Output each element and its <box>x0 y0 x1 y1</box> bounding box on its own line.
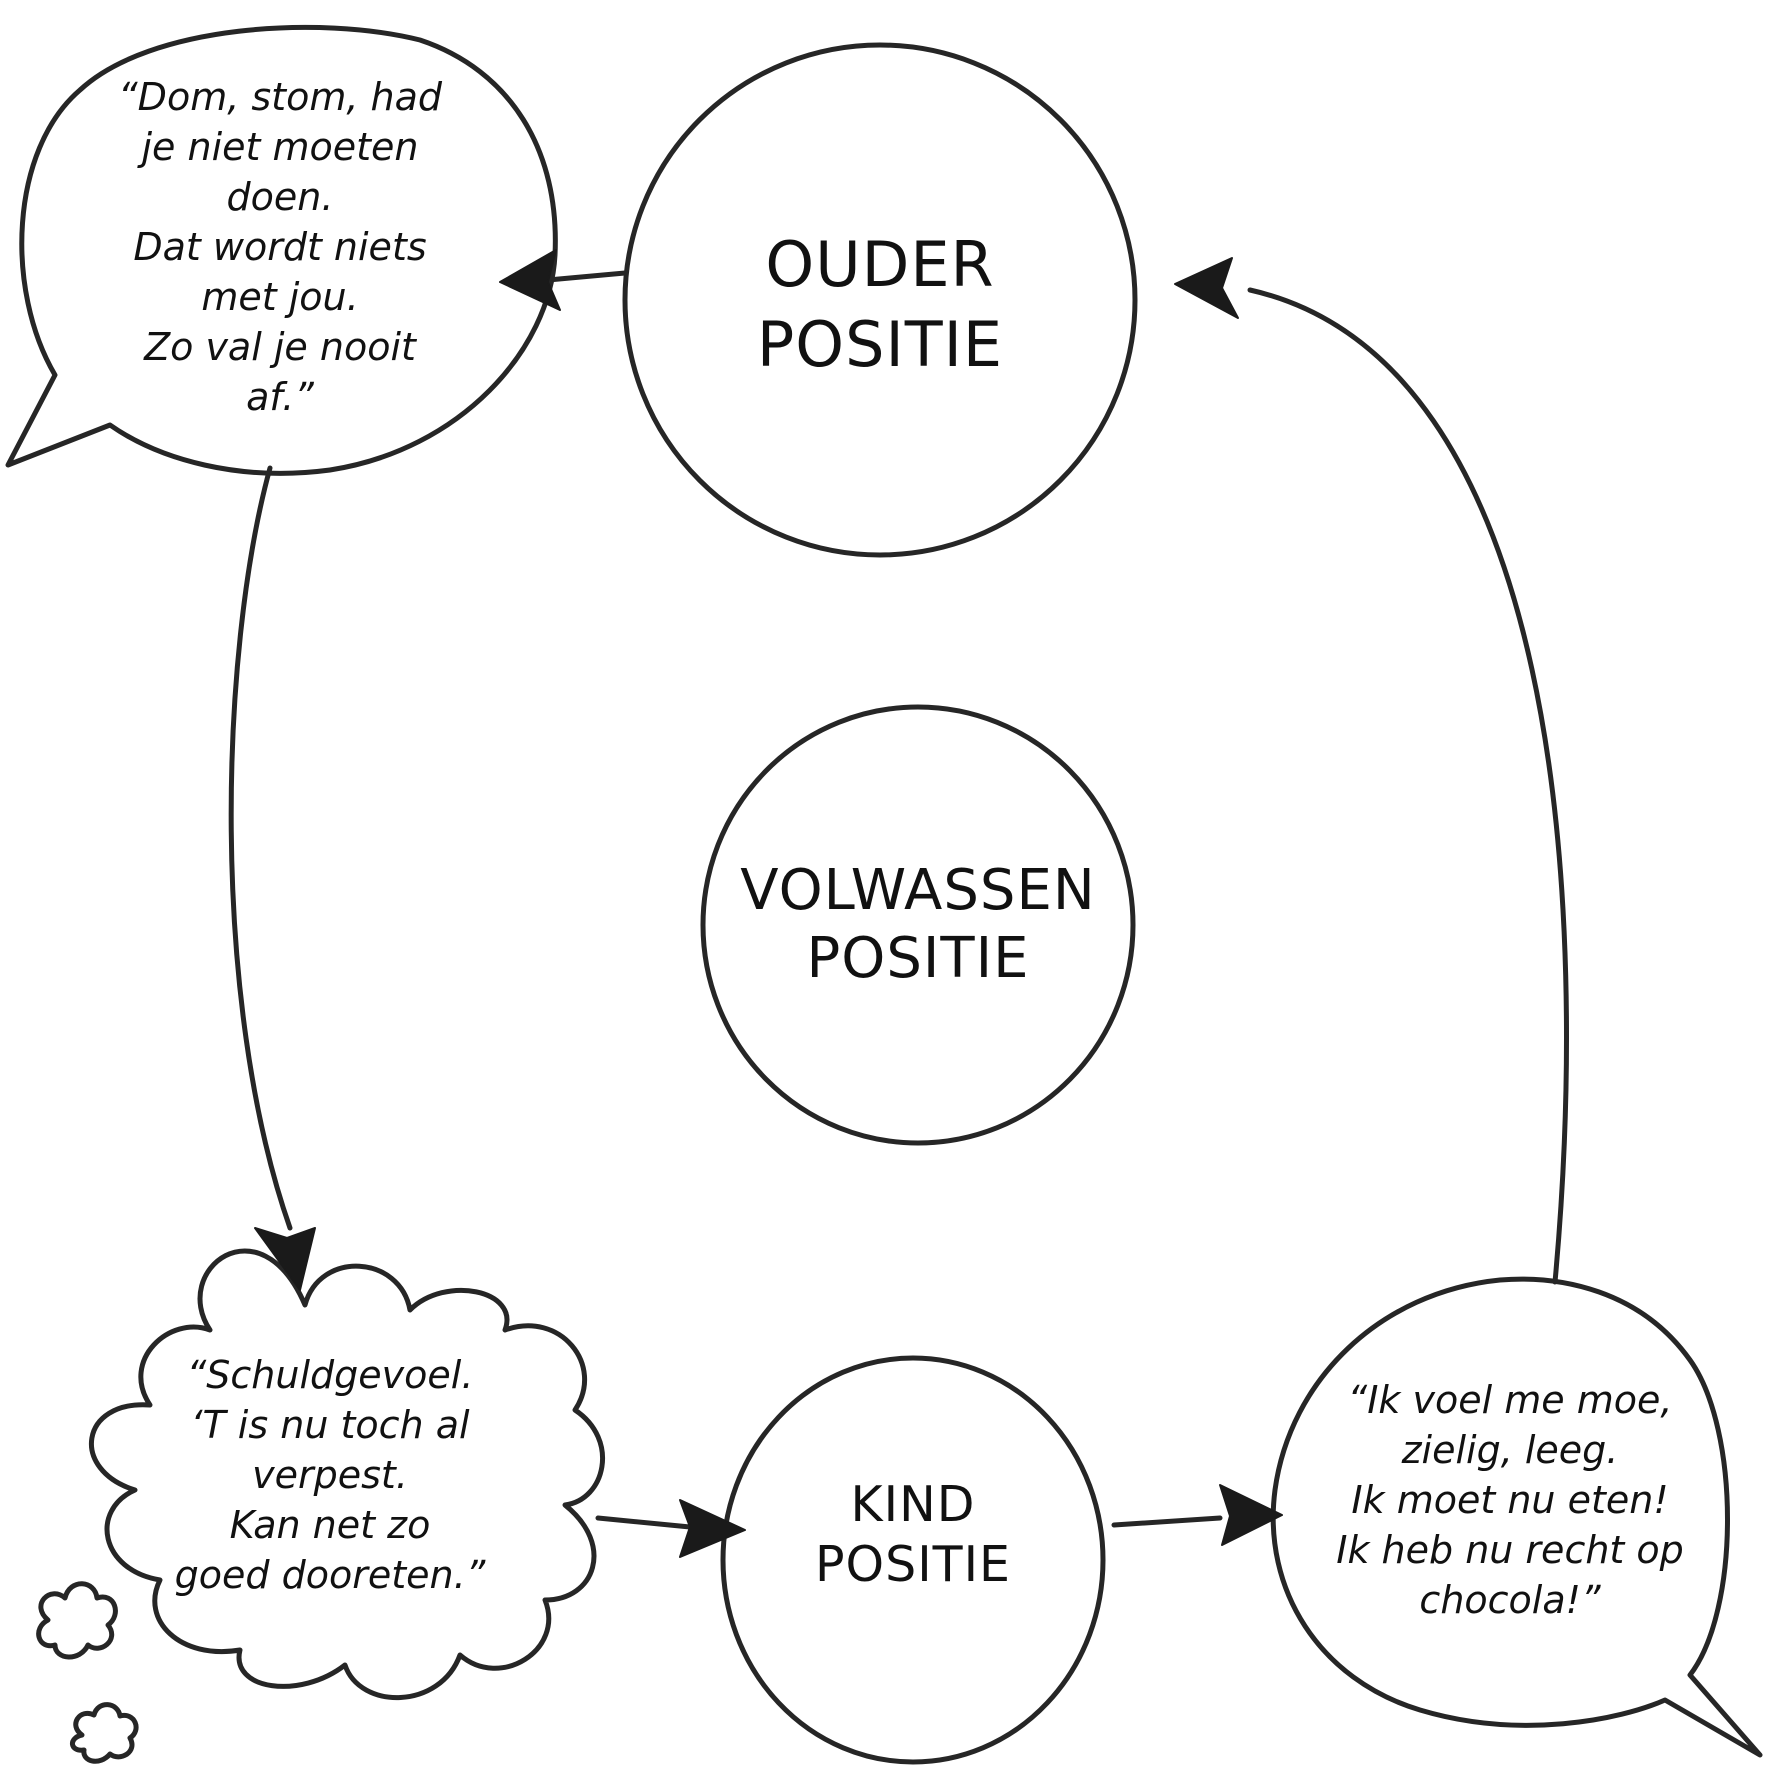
thought-puff-large <box>36 1581 118 1660</box>
thought-puff-small <box>70 1702 139 1764</box>
kind-thought-cloud <box>88 1248 605 1700</box>
ouder-speech-bubble <box>5 24 558 476</box>
arrowhead-speech-to-thought <box>254 1227 316 1291</box>
volwassen-positie-node <box>700 704 1136 1146</box>
arrow-speech-to-thought <box>228 465 293 1231</box>
arrow-thought-to-kind <box>595 1515 693 1530</box>
ouder-positie-label: OUDER POSITIE <box>756 228 1004 381</box>
arrowhead-kind-to-speech <box>1219 1484 1283 1546</box>
arrow-speech-to-ouder <box>1247 287 1569 1285</box>
kind-positie-node <box>720 1355 1106 1765</box>
volwassen-positie-label: VOLWASSEN POSITIE <box>740 858 1096 991</box>
arrow-ouder-to-speech <box>545 270 628 283</box>
kind-positie-label: KIND POSITIE <box>814 1476 1011 1593</box>
arrowhead-ouder-to-speech <box>499 249 561 311</box>
kind-speech-bubble <box>1270 1276 1763 1758</box>
kind-thought-text: “Schuldgevoel. ‘T is nu toch al verpest.… <box>174 1353 486 1597</box>
ouder-speech-text: “Dom, stom, had je niet moeten doen. Dat… <box>118 75 442 419</box>
arrowhead-thought-to-kind <box>679 1499 746 1558</box>
arrowhead-speech-to-ouder <box>1174 257 1239 319</box>
kind-speech-text: “Ik voel me moe, zielig, leeg. Ik moet n… <box>1336 1378 1684 1622</box>
ouder-positie-node <box>622 42 1138 558</box>
arrow-kind-to-speech <box>1111 1515 1223 1528</box>
